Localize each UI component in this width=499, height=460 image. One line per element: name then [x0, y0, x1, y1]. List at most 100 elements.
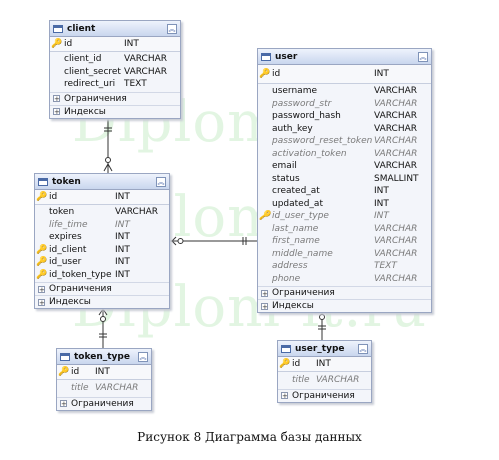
- table-header[interactable]: token_type ︽: [57, 349, 151, 365]
- column-name: status: [272, 173, 300, 184]
- column-type: VARCHAR: [374, 223, 418, 234]
- section-label: Индексы: [272, 301, 314, 311]
- expand-icon[interactable]: +: [38, 298, 45, 307]
- primary-key-row[interactable]: 🔑 id INT: [35, 190, 169, 205]
- table-icon: [60, 352, 70, 361]
- constraints-section[interactable]: +Ограничения: [50, 91, 180, 105]
- figure-caption: Рисунок 8 Диаграмма базы данных: [137, 430, 362, 444]
- column-type: VARCHAR: [374, 136, 418, 147]
- column-name: auth_key: [272, 123, 313, 134]
- expand-icon[interactable]: +: [261, 289, 268, 298]
- expand-icon[interactable]: +: [60, 400, 67, 408]
- column-type: VARCHAR: [374, 86, 418, 97]
- key-icon: 🔑: [259, 69, 271, 79]
- primary-key-row[interactable]: 🔑 id INT: [278, 357, 371, 372]
- column-name: id_user_type: [272, 211, 329, 222]
- column-name: id: [272, 69, 281, 79]
- expand-icon[interactable]: +: [261, 302, 268, 311]
- column-type: INT: [115, 219, 130, 230]
- column-name: middle_name: [272, 248, 333, 259]
- constraints-section[interactable]: +Ограничения: [35, 282, 169, 295]
- column-type: VARCHAR: [124, 54, 168, 65]
- column-name: id_token_type: [49, 269, 112, 280]
- column-type: INT: [115, 269, 130, 280]
- column-name: last_name: [272, 223, 319, 234]
- expand-icon[interactable]: +: [38, 285, 45, 294]
- constraints-section[interactable]: + Ограничения: [258, 286, 431, 299]
- primary-key-row[interactable]: 🔑 id INT: [258, 65, 431, 84]
- column-name: id: [49, 192, 58, 202]
- section-label: Ограничения: [272, 288, 335, 298]
- expand-icon[interactable]: +: [281, 392, 288, 400]
- table-header[interactable]: user ︽: [258, 49, 431, 65]
- column-type: VARCHAR: [374, 148, 418, 159]
- column-type: INT: [115, 192, 130, 202]
- collapse-icon[interactable]: ︽: [418, 51, 428, 62]
- table-name: token: [52, 176, 81, 187]
- collapse-icon[interactable]: ︽: [138, 351, 148, 362]
- column-name: id_client: [49, 244, 87, 255]
- column-type: INT: [374, 198, 389, 209]
- table-header[interactable]: token ︽: [35, 174, 169, 190]
- column-name: id: [64, 39, 73, 49]
- column-name: email: [272, 161, 297, 172]
- foreign-key-icon: 🔑: [36, 244, 48, 255]
- primary-key-row[interactable]: 🔑 id INT: [57, 365, 151, 380]
- table-header[interactable]: user_type ︽: [278, 341, 371, 357]
- section-label: Ограничения: [292, 390, 355, 401]
- table-header[interactable]: client ︽: [50, 21, 180, 37]
- optional-marker: [105, 157, 111, 163]
- column-name: first_name: [272, 236, 320, 247]
- expand-icon[interactable]: +: [53, 108, 60, 116]
- column-name: token: [49, 207, 75, 218]
- indexes-section[interactable]: +Индексы: [35, 295, 169, 308]
- indexes-section[interactable]: +Индексы: [50, 104, 180, 118]
- collapse-icon[interactable]: ︽: [167, 23, 177, 34]
- expand-icon[interactable]: +: [53, 95, 60, 103]
- constraints-section[interactable]: +Ограничения: [57, 396, 151, 410]
- column-name: address: [272, 261, 308, 272]
- column-row[interactable]: last_name VARCHAR: [258, 223, 431, 236]
- primary-key-row[interactable]: 🔑 id INT: [50, 37, 180, 52]
- column-name: password_str: [272, 98, 332, 109]
- constraints-section[interactable]: + Ограничения: [278, 388, 371, 402]
- collapse-icon[interactable]: ︽: [156, 176, 166, 187]
- column-type: VARCHAR: [316, 375, 360, 386]
- indexes-section[interactable]: + Индексы: [258, 299, 431, 312]
- table-icon: [53, 24, 63, 33]
- column-type: INT: [374, 211, 389, 222]
- foreign-key-icon: 🔑: [36, 269, 48, 280]
- collapse-icon[interactable]: ︽: [358, 343, 368, 354]
